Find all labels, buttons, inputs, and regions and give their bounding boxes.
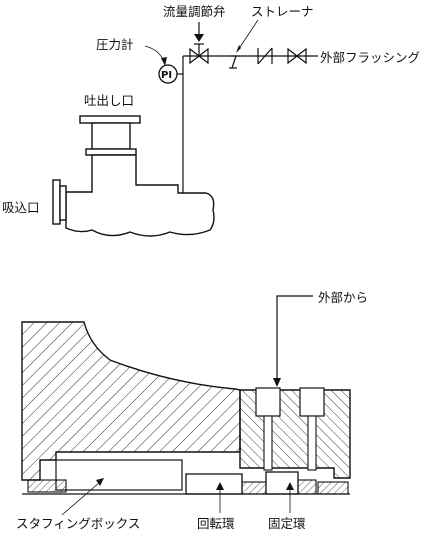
label-discharge-port: 吐出し口 [84,93,134,108]
label-pressure-gauge: 圧力計 [96,37,134,52]
stationary-ring-leader [286,482,294,513]
label-strainer: ストレーナ [251,4,314,19]
stationary-ring [265,471,299,495]
label-flow-control-valve: 流量調節弁 [163,4,226,19]
seal-cross-section: 外部から スタフィングボックス 回転環 固定環 [16,290,368,531]
pressure-indicator-label: PI [161,70,172,81]
check-valve-icon [257,47,273,65]
label-from-outside: 外部から [318,290,368,305]
label-stuffing-box: スタフィングボックス [16,516,140,531]
label-external-flushing: 外部フラッシング [320,50,420,65]
arrow-head-icon [194,34,204,42]
label-rotating-ring: 回転環 [197,516,235,531]
flow-control-valve-icon [189,43,209,65]
external-supply-line [276,295,313,384]
flushing-port-right [299,387,325,471]
isolation-valve-icon [287,47,307,65]
pump-casing [65,154,215,237]
discharge-flange [79,115,141,156]
strainer-leader-line [237,19,259,51]
pressure-gauge-leader-line [144,45,165,63]
top-piping-diagram: 流量調節弁 ストレーナ 圧力計 外部フラッシング 吐出し口 吸込口 PI [2,4,420,237]
seal-chamber [55,459,183,491]
label-suction-port: 吸込口 [2,200,40,215]
throat-bushing [27,479,67,493]
flushing-port-left [255,387,281,471]
suction-flange [52,179,67,225]
strainer-icon [229,55,240,69]
rotating-ring-leader [216,482,224,513]
rotating-ring [185,473,243,495]
stuffing-box-body [21,321,241,481]
label-stationary-ring: 固定環 [268,516,306,531]
pressure-indicator-icon [158,64,178,84]
stuffing-box-leader [61,478,104,516]
